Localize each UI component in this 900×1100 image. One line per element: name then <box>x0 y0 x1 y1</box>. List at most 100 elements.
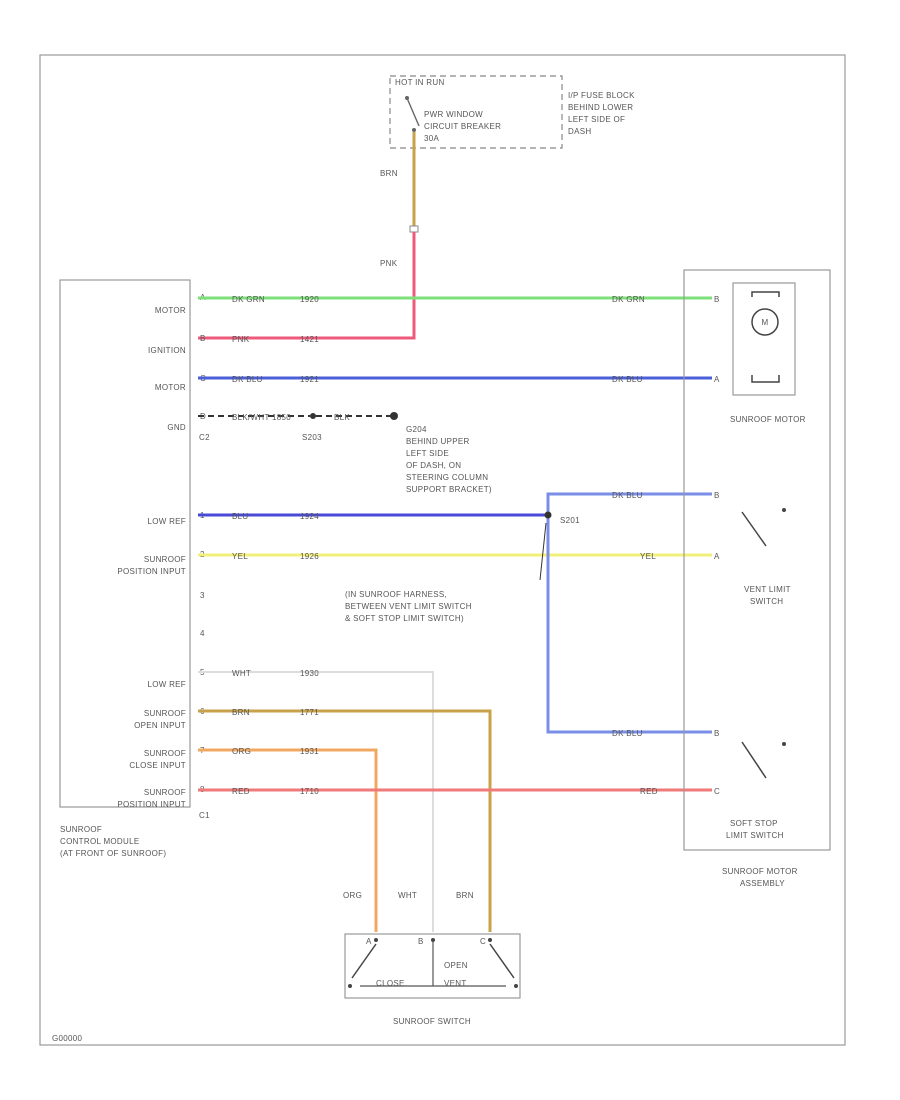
fuse-location-2: BEHIND LOWER <box>568 103 633 112</box>
splice-note-1: (IN SUNROOF HARNESS, <box>345 590 447 599</box>
fuse-name-2: CIRCUIT BREAKER <box>424 122 501 131</box>
vent-pin-a: A <box>714 552 720 561</box>
fuse-source-label: HOT IN RUN <box>395 78 445 87</box>
soft-pin-b: B <box>714 729 720 738</box>
pin-label-position-2b: POSITION INPUT <box>117 800 186 809</box>
switch-wire-brn: BRN <box>456 891 474 900</box>
org-close-wire <box>198 748 378 932</box>
circuit-a: 1920 <box>300 295 319 304</box>
wht-low-ref-wire <box>198 671 434 932</box>
far-color-vent: DK BLU <box>612 491 643 500</box>
diagram-frame <box>39 54 846 1046</box>
module-label-3: (AT FRONT OF SUNROOF) <box>60 849 166 858</box>
pin-label-close: SUNROOF <box>144 749 186 758</box>
ground-location-5: STEERING COLUMN <box>406 473 488 482</box>
brn-open-wire <box>198 709 492 932</box>
switch-open-label-2: VENT <box>444 979 467 988</box>
splice-note-3: & SOFT STOP LIMIT SWITCH) <box>345 614 464 623</box>
wire-color-2: YEL <box>232 552 248 561</box>
splice-s201-label: S201 <box>560 516 580 525</box>
pin-label-open: SUNROOF <box>144 709 186 718</box>
breaker-contact-top <box>405 96 409 100</box>
circuit-1: 1924 <box>300 512 319 521</box>
close-switch-blade <box>351 943 377 979</box>
soft-pin-c: C <box>714 787 720 796</box>
soft-switch-blade <box>741 741 767 779</box>
ground-location-2: BEHIND UPPER <box>406 437 470 446</box>
circuit-7: 1931 <box>300 747 319 756</box>
sunroof-switch: ORG WHT BRN A B C CLOSE OPEN VENT SUNROO… <box>343 891 521 1026</box>
open-switch-contact <box>514 984 518 988</box>
switch-wire-wht: WHT <box>398 891 417 900</box>
pin-label-gnd: GND <box>167 423 186 432</box>
close-switch-contact <box>348 984 352 988</box>
breaker-contact-bottom <box>412 128 416 132</box>
fuse-location-4: DASH <box>568 127 591 136</box>
vent-label-2: SWITCH <box>750 597 783 606</box>
motor-symbol: M <box>762 318 769 327</box>
motor-pin-a: A <box>714 375 720 384</box>
wire-color-7: ORG <box>232 747 251 756</box>
switch-pin-b: B <box>418 937 424 946</box>
circuit-8: 1710 <box>300 787 319 796</box>
feed-lower-color: PNK <box>380 259 398 268</box>
far-color-c: DK BLU <box>612 375 643 384</box>
pin-label-ignition: IGNITION <box>148 346 186 355</box>
switch-pin-c: C <box>480 937 486 946</box>
fuse-name-3: 30A <box>424 134 439 143</box>
far-color-a: DK GRN <box>612 295 645 304</box>
pin-b: B <box>200 334 206 343</box>
vent-switch-blade <box>741 511 767 547</box>
pin-label-position-1: SUNROOF <box>144 555 186 564</box>
far-color-yel: YEL <box>640 552 656 561</box>
wire-color-a: DK GRN <box>232 295 265 304</box>
dk-blu-soft-wire <box>546 515 712 734</box>
wire-color-1: BLU <box>232 512 248 521</box>
circuit-6: 1771 <box>300 708 319 717</box>
fuse-location-3: LEFT SIDE OF <box>568 115 625 124</box>
switch-wire-org: ORG <box>343 891 362 900</box>
splice-leader-line <box>539 522 547 581</box>
switch-terminal-a <box>374 938 378 942</box>
pin-label-motor-a: MOTOR <box>155 306 186 315</box>
pin-label-low-ref-2: LOW REF <box>147 680 186 689</box>
vent-pin-b: B <box>714 491 720 500</box>
switch-open-label-1: OPEN <box>444 961 468 970</box>
pin-label-open-b: OPEN INPUT <box>134 721 186 730</box>
ground-location-6: SUPPORT BRACKET) <box>406 485 492 494</box>
circuit-b: 1421 <box>300 335 319 344</box>
module-outline <box>59 279 191 808</box>
motor-assembly-label-2: ASSEMBLY <box>740 879 785 888</box>
fuse-block: HOT IN RUN PWR WINDOW CIRCUIT BREAKER 30… <box>389 75 635 149</box>
ground-location-3: LEFT SIDE <box>406 449 449 458</box>
pin-label-position-1b: POSITION INPUT <box>117 567 186 576</box>
pin-label-motor-b: MOTOR <box>155 383 186 392</box>
wire-color-c: DK BLU <box>232 375 263 384</box>
circuit-2: 1926 <box>300 552 319 561</box>
open-switch-blade <box>489 943 515 979</box>
circuit-5: 1930 <box>300 669 319 678</box>
splice-s201-dot <box>544 511 552 519</box>
ground-location-1: G204 <box>406 425 427 434</box>
ground-location-4: OF DASH, ON <box>406 461 461 470</box>
vent-switch-contact <box>782 508 786 512</box>
circuit-d: 1850 <box>272 413 291 422</box>
switch-outline <box>344 933 521 999</box>
wire-color-d: BLK/WHT <box>232 413 270 422</box>
ground-splice-dot <box>310 413 316 419</box>
wire-color-6: BRN <box>232 708 250 717</box>
connector-c1-label: C1 <box>199 811 210 820</box>
switch-label: SUNROOF SWITCH <box>393 1017 471 1026</box>
motor-pin-b: B <box>714 295 720 304</box>
pin-label-position-2: SUNROOF <box>144 788 186 797</box>
pin-4: 4 <box>200 629 205 638</box>
dk-blu-vent-wire <box>546 492 712 515</box>
soft-label-2: LIMIT SWITCH <box>726 831 784 840</box>
switch-terminal-c <box>488 938 492 942</box>
soft-switch-contact <box>782 742 786 746</box>
feed-upper-color: BRN <box>380 169 398 178</box>
motor-brush-bottom <box>751 375 780 383</box>
connector-c2-label: C2 <box>199 433 210 442</box>
circuit-c: 1921 <box>300 375 319 384</box>
